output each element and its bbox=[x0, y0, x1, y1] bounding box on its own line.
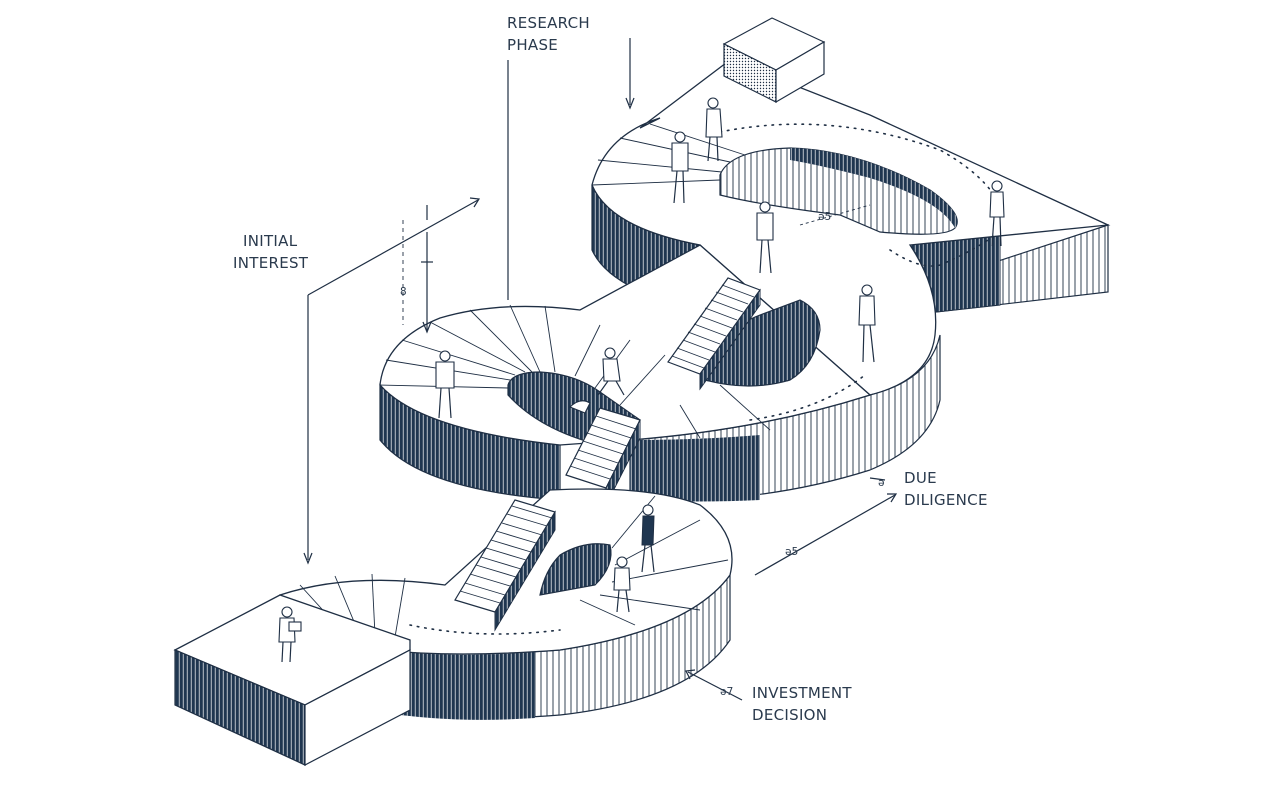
label-investment-decision-line-2: DECISION bbox=[752, 706, 827, 724]
dimension-lines bbox=[303, 38, 898, 701]
label-initial-interest-line-2: INTEREST bbox=[233, 254, 309, 272]
staircase-upper bbox=[667, 277, 761, 391]
person-walking-lower bbox=[613, 556, 631, 613]
annotation-left: 8 bbox=[400, 285, 407, 298]
person-walking-middle bbox=[858, 284, 876, 363]
annotation-due: ə bbox=[878, 476, 885, 489]
person-pair-top bbox=[671, 97, 723, 204]
label-due-diligence-line-2: DILIGENCE bbox=[904, 491, 988, 509]
staircase-middle bbox=[565, 407, 641, 506]
label-due-diligence-line-1: DUE bbox=[904, 469, 937, 487]
staircase-lower bbox=[454, 499, 556, 632]
label-investment-decision-line-1: INVESTMENT bbox=[752, 684, 852, 702]
person-reading bbox=[278, 606, 302, 663]
label-research-phase-line-1: RESEARCH bbox=[507, 14, 590, 32]
label-initial-interest: INITIAL INTEREST bbox=[233, 232, 309, 272]
label-due-diligence: DUE DILIGENCE bbox=[904, 469, 988, 509]
annotation-top: ə5 bbox=[818, 210, 831, 223]
start-platform bbox=[173, 594, 411, 766]
label-research-phase-line-2: PHASE bbox=[507, 36, 558, 54]
upper-tier-top bbox=[591, 59, 1111, 396]
person-sitting-with-dog bbox=[569, 347, 625, 414]
person-walking-lower-2 bbox=[641, 504, 655, 573]
person-with-backpack bbox=[435, 350, 455, 419]
label-research-phase: RESEARCH PHASE bbox=[507, 14, 590, 54]
label-investment-decision: INVESTMENT DECISION bbox=[752, 684, 852, 724]
lower-tier-hole bbox=[539, 543, 612, 596]
label-initial-interest-line-1: INITIAL bbox=[243, 232, 298, 250]
annotation-bottom: ə7 bbox=[720, 685, 733, 698]
annotation-mid: ə5 bbox=[785, 545, 798, 558]
people bbox=[278, 97, 1005, 663]
research-block bbox=[722, 17, 826, 104]
person-walking-top-right bbox=[989, 180, 1005, 247]
person-walking-stairs-top bbox=[756, 201, 774, 274]
